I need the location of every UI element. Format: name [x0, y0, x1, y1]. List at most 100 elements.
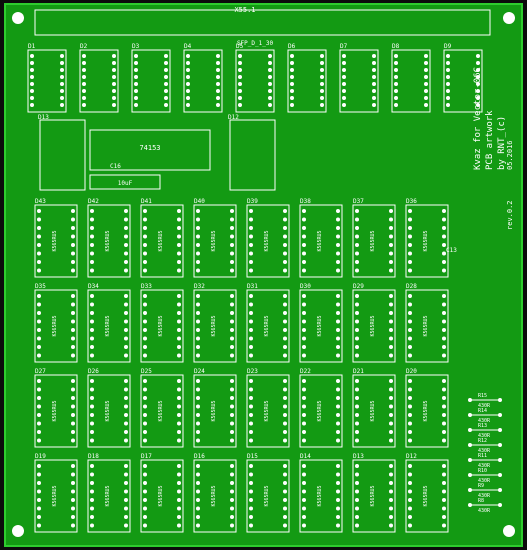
- ram-chip-label: D20: [406, 368, 417, 375]
- resistor-label: R9: [478, 483, 484, 489]
- ram-part-label: K565RU5: [105, 230, 111, 251]
- mid-center-label: D12: [228, 114, 239, 121]
- top-chip-label: D4: [184, 43, 192, 50]
- ram-chip-label: D34: [88, 283, 99, 290]
- ram-chip-label: D29: [353, 283, 364, 290]
- ram-part-label: K565RU5: [423, 485, 429, 506]
- ram-grid: D43K565RU5D42K565RU5D41K565RU5D40K565RU5…: [34, 198, 449, 533]
- resistor-value: 430R: [478, 403, 491, 409]
- ram-part-label: K565RU5: [211, 400, 217, 421]
- ram-chip-label: D41: [141, 198, 152, 205]
- ram-chip-label: D24: [194, 368, 205, 375]
- top-chip: D9: [443, 43, 483, 113]
- resistor: R12 430R: [468, 438, 502, 454]
- top-chip-label: D3: [132, 43, 140, 50]
- top-chip: D3: [131, 43, 171, 113]
- resistor-value: 430R: [478, 493, 491, 499]
- top-connector-label: X55.1: [234, 6, 255, 14]
- ram-part-label: K565RU5: [52, 485, 58, 506]
- ram-chip-label: D28: [406, 283, 417, 290]
- ram-chip-label: D14: [300, 453, 311, 460]
- top-chip-label: D7: [340, 43, 348, 50]
- resistor-column: R15430RR14430RR13430RR12430RR11430RR1043…: [468, 393, 502, 514]
- top-chip-label: D8: [392, 43, 400, 50]
- ram-part-label: K565RU5: [370, 400, 376, 421]
- ram-part-label: K565RU5: [317, 230, 323, 251]
- ram-part-label: K565RU5: [317, 315, 323, 336]
- ram-part-label: K565RU5: [264, 485, 270, 506]
- ram-chip-label: D22: [300, 368, 311, 375]
- top-chip: D8: [391, 43, 431, 113]
- ram-part-label: K565RU5: [370, 230, 376, 251]
- resistor-label: R8: [478, 498, 484, 504]
- resistor-label: R13: [478, 423, 487, 429]
- ram-part-label: K565RU5: [211, 485, 217, 506]
- copper-pour: [4, 3, 523, 547]
- ram-chip-label: D25: [141, 368, 152, 375]
- ram-part-label: K565RU5: [158, 485, 164, 506]
- ram-part-label: K565RU5: [264, 315, 270, 336]
- ram-chip-label: D15: [247, 453, 258, 460]
- ram-chip-label: D38: [300, 198, 311, 205]
- ram-part-label: K565RU5: [423, 315, 429, 336]
- ram-part-label: K565RU5: [105, 400, 111, 421]
- ram-chip-label: D17: [141, 453, 152, 460]
- ram-chip-label: D12: [406, 453, 417, 460]
- resistor-value: 430R: [478, 433, 491, 439]
- ram-part-label: K565RU5: [52, 230, 58, 251]
- resistor-value: 430R: [478, 418, 491, 424]
- ram-part-label: K565RU5: [158, 315, 164, 336]
- product-text-block: Kvaz for Vector-06C PCB artwork by RNT_(…: [473, 67, 514, 230]
- top-chip: D7: [339, 43, 379, 113]
- mid-section: D13 D12 74153 C16 10uF: [38, 114, 276, 191]
- top-chip: D1: [27, 43, 67, 113]
- resistor-value: 430R: [478, 448, 491, 454]
- top-connector: X55.1 SFP_D_1_30: [34, 6, 491, 47]
- mid-left-label: D13: [38, 114, 49, 121]
- ram-chip-label: D23: [247, 368, 258, 375]
- top-chip-label: D5: [236, 43, 244, 50]
- cap-label: 10uF: [118, 180, 133, 187]
- product-title: Kvaz for Vector-06C: [473, 67, 483, 170]
- ram-part-label: K565RU5: [317, 485, 323, 506]
- top-chip-label: D1: [28, 43, 36, 50]
- ram-part-label: K565RU5: [52, 400, 58, 421]
- ram-chip-label: D26: [88, 368, 99, 375]
- resistor-label: R14: [478, 408, 487, 414]
- resistor-label: R10: [478, 468, 487, 474]
- ram-chip-label: D27: [35, 368, 46, 375]
- ram-chip-label: D37: [353, 198, 364, 205]
- top-chip: D6: [287, 43, 327, 113]
- mid-cap-label: C16: [110, 163, 121, 170]
- mid-part-label: 74153: [139, 144, 160, 152]
- ram-part-label: K565RU5: [423, 230, 429, 251]
- resistor-value: 430R: [478, 478, 491, 484]
- resistor-value: 430R: [478, 463, 491, 469]
- resistor-label: R12: [478, 438, 487, 444]
- ram-part-label: K565RU5: [423, 400, 429, 421]
- product-revision: rev.0.2: [506, 200, 514, 230]
- ram-chip-label: D18: [88, 453, 99, 460]
- ram-part-label: K565RU5: [264, 230, 270, 251]
